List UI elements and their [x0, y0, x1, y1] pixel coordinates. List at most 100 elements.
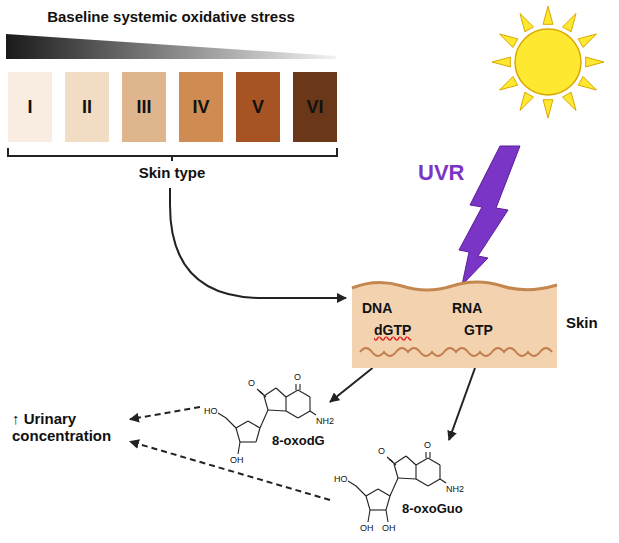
- compound-name: 8-oxodG: [272, 434, 325, 449]
- bond: [386, 510, 388, 522]
- bond: [264, 396, 268, 410]
- atom-label: NH2: [316, 416, 334, 426]
- bond: [416, 458, 428, 465]
- bond: [386, 496, 390, 510]
- atom-label: NH2: [446, 484, 464, 494]
- skin-type-numeral: V: [236, 72, 280, 142]
- sun-ray: [500, 34, 518, 47]
- strand-label: RNA: [452, 300, 482, 316]
- sun-ray: [543, 100, 553, 118]
- bond: [309, 397, 310, 411]
- bracket-label: Skin type: [92, 164, 252, 181]
- bond: [390, 478, 398, 496]
- bond: [226, 418, 236, 428]
- bond: [394, 456, 406, 464]
- bracket-arrow: [170, 188, 346, 298]
- sun: [515, 29, 581, 95]
- bond: [240, 441, 256, 442]
- sun-ray: [543, 6, 553, 24]
- bond: [260, 410, 268, 428]
- bond: [356, 486, 366, 496]
- bond: [276, 388, 286, 397]
- oxidation-arrow: [330, 368, 373, 402]
- atom-label: O: [294, 372, 301, 382]
- bond: [286, 390, 298, 397]
- bond: [428, 458, 440, 465]
- molecule-structure: [200, 372, 330, 472]
- bond: [428, 479, 440, 486]
- skin-surface: [352, 282, 557, 290]
- atom-label: O: [248, 378, 255, 388]
- bond: [259, 391, 266, 397]
- bond: [439, 465, 440, 479]
- sun-ray: [578, 77, 596, 90]
- bond: [415, 465, 416, 479]
- sun-ray: [520, 92, 533, 110]
- bond: [299, 384, 300, 390]
- bond: [236, 428, 240, 442]
- skin-fill: [352, 282, 557, 368]
- sun-ray: [492, 57, 510, 67]
- sun-ray: [586, 57, 604, 67]
- bond: [310, 411, 316, 415]
- strand-label: DNA: [362, 300, 392, 316]
- bond: [440, 479, 446, 483]
- bond: [218, 413, 226, 418]
- atom-label: OH: [360, 523, 374, 533]
- bond: [248, 421, 260, 428]
- axis-title: Baseline systemic oxidative stress: [5, 8, 337, 25]
- bond: [378, 489, 390, 496]
- skin-type-numeral: III: [122, 72, 166, 142]
- bond: [394, 464, 398, 478]
- atom-label: OH: [382, 523, 396, 533]
- oxidation-arrow: [449, 368, 475, 440]
- skin-type-numeral: I: [8, 72, 52, 142]
- skin-type-box: III: [122, 72, 166, 142]
- skin-type-numeral: II: [65, 72, 109, 142]
- bond: [236, 421, 248, 428]
- bond: [398, 478, 416, 479]
- skin-type-box: V: [236, 72, 280, 142]
- skin-type-numeral: IV: [179, 72, 223, 142]
- skin-type-box: II: [65, 72, 109, 142]
- bond: [389, 459, 396, 465]
- bond: [366, 489, 378, 496]
- skin-type-box: I: [8, 72, 52, 142]
- tissue-label: Skin: [566, 314, 598, 331]
- bond: [285, 397, 286, 411]
- molecule: 8-oxoGuoOONH2HOOHOH: [330, 440, 470, 540]
- atom-label: O: [378, 446, 385, 456]
- bond: [429, 452, 430, 458]
- lightning-bolt: [459, 146, 520, 285]
- nucleotide-label: GTP: [464, 322, 493, 338]
- bond: [298, 390, 310, 397]
- nucleotide-label: dGTP: [374, 322, 411, 338]
- outcome-text: ↑ Urinary concentration: [12, 410, 130, 445]
- sun-rays: [492, 6, 604, 118]
- compound-name: 8-oxoGuo: [402, 502, 463, 517]
- atom-label: OH: [230, 455, 244, 465]
- bond: [370, 509, 386, 510]
- skin-region: DNAdGTPRNAGTPSkin: [352, 278, 557, 368]
- atom-label: O: [424, 440, 431, 450]
- bond: [286, 411, 298, 418]
- skin-type-box: VI: [293, 72, 337, 142]
- skin-type-box: IV: [179, 72, 223, 142]
- bond: [295, 384, 296, 390]
- bond: [368, 510, 370, 522]
- nucleic-acid-strand: [360, 348, 552, 356]
- sun-ray: [500, 77, 518, 90]
- radiation-label: UVR: [418, 160, 478, 185]
- bond: [238, 442, 240, 454]
- skin-type-numeral: VI: [293, 72, 337, 142]
- bond: [406, 456, 416, 465]
- bond: [264, 388, 276, 396]
- bond: [256, 428, 260, 442]
- sun-ray: [563, 14, 576, 32]
- bond: [425, 452, 426, 458]
- outcome-box: ↑ Urinary concentration: [12, 410, 130, 447]
- bond: [298, 411, 310, 418]
- molecule: 8-oxodGOONH2HOOH: [200, 372, 330, 472]
- sun-ray: [520, 14, 533, 32]
- bond: [416, 479, 428, 486]
